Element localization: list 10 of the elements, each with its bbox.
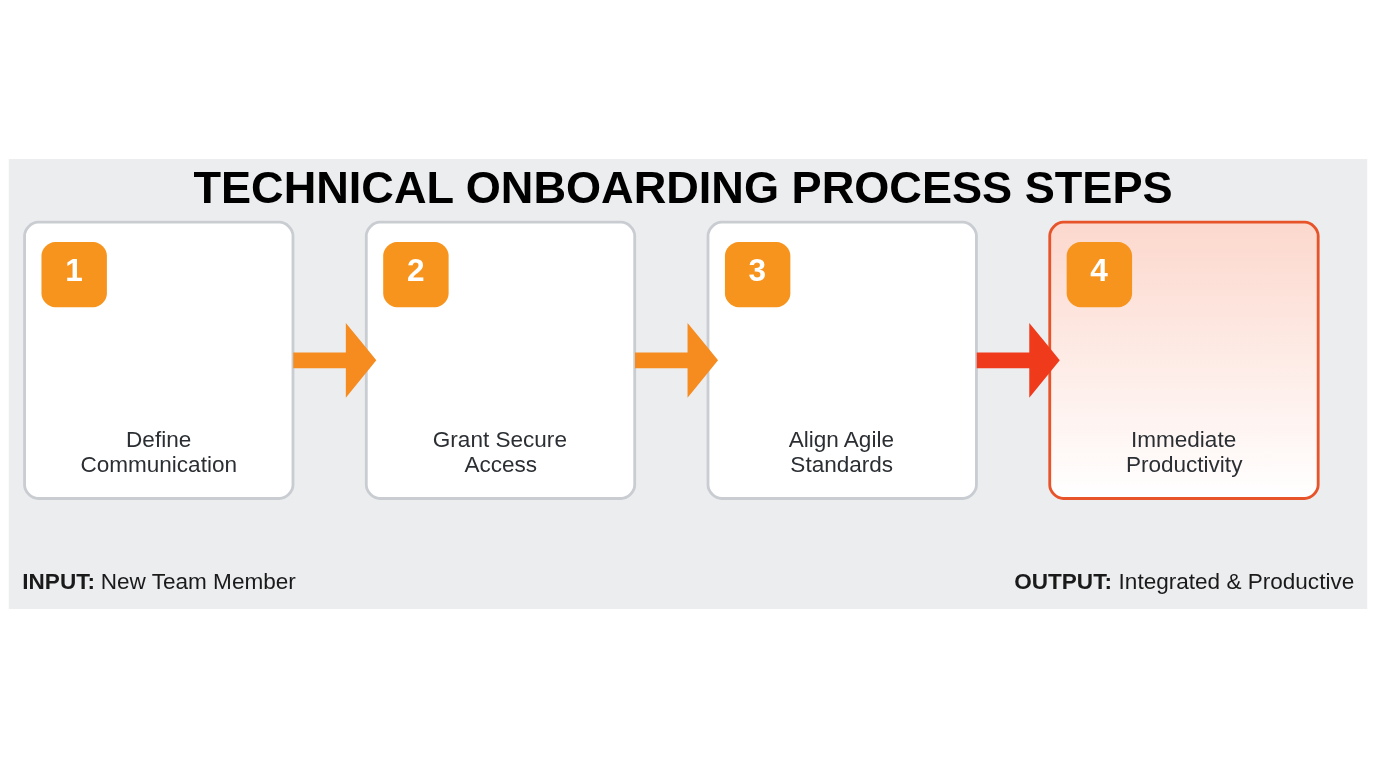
node-box: 2 Grant Secure Access (364, 220, 637, 500)
node-box: 4 Immediate Productivity (1048, 220, 1320, 500)
node-box: 1 Define Communication (23, 220, 295, 500)
label: INPUT: New Team Member (22, 568, 296, 594)
node-box: 3 Align Agile Standards (706, 220, 978, 500)
arrow (976, 322, 1060, 398)
arrow (293, 322, 377, 398)
arrow (635, 322, 719, 398)
label: OUTPUT: Integrated & Productive (1014, 568, 1355, 594)
diagram-title: TECHNICAL ONBOARDING PROCESS STEPS (193, 161, 1173, 213)
